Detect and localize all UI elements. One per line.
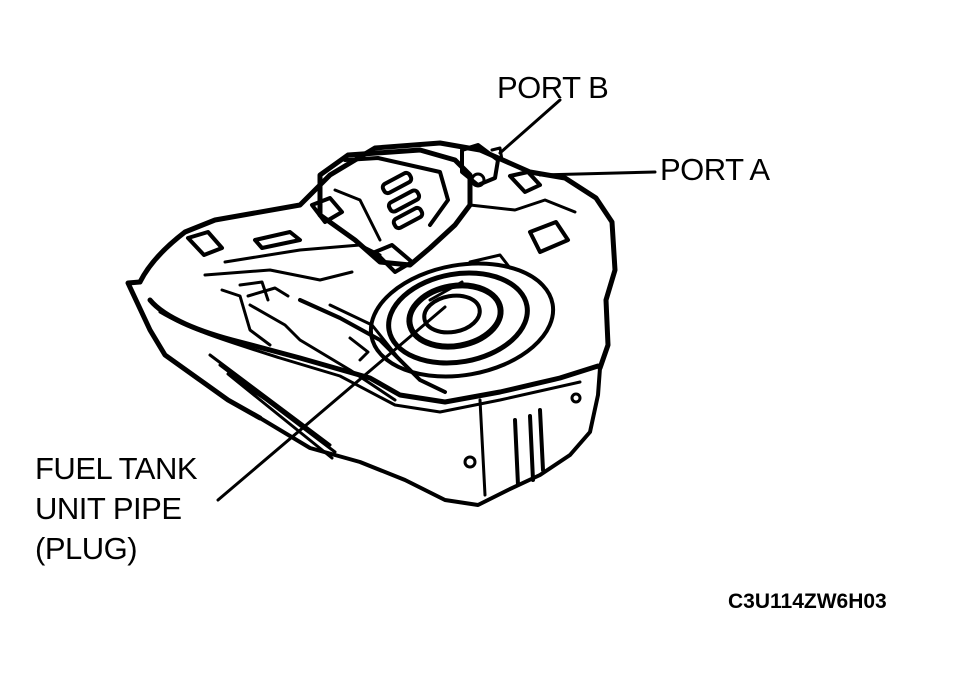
unit-pipe-leader [216,305,447,502]
unit-pipe-label-line-1: FUEL TANK [35,451,198,486]
port-b-label: PORT B [497,70,609,105]
port-a-leader [538,170,657,177]
figure-code: C3U114ZW6H03 [728,590,887,613]
leader-lines [216,98,657,502]
port-a-label: PORT A [660,152,770,187]
port-b-leader [498,98,562,155]
left-features [186,230,447,402]
unit-pipe-plug [368,253,556,379]
unit-pipe-label-line-3: (PLUG) [35,531,138,566]
unit-pipe-label: FUEL TANK UNIT PIPE (PLUG) [35,449,198,569]
tank-body [125,140,618,507]
unit-pipe-label-line-2: UNIT PIPE [35,491,182,526]
sender-housing [310,143,577,274]
